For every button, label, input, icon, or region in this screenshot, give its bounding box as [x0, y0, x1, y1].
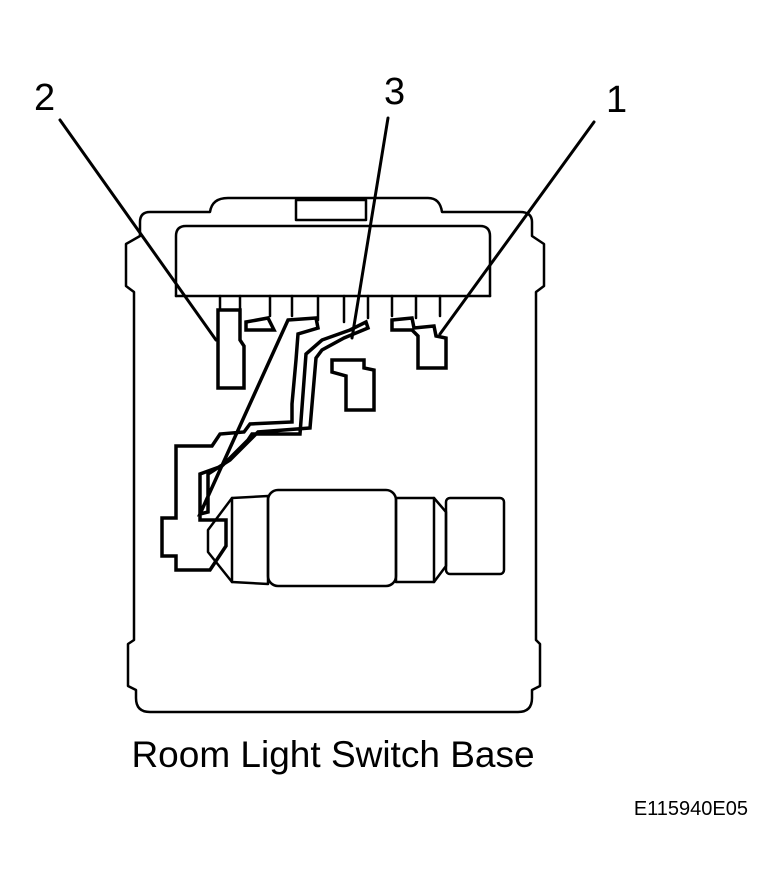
lamp-bulb — [206, 488, 506, 588]
terminal-3-trace — [330, 358, 376, 412]
callout-leaders — [58, 116, 596, 342]
leader-3 — [350, 116, 390, 340]
common-trace — [160, 316, 371, 572]
figure-code: E115940E05 — [633, 798, 748, 820]
callout-1: 1 — [606, 79, 627, 121]
leader-2 — [58, 118, 218, 342]
terminal-1-trace — [390, 316, 448, 370]
terminal-2-trace — [216, 308, 246, 390]
callout-3: 3 — [384, 71, 405, 113]
leader-1 — [438, 120, 596, 336]
switch-base-housing — [124, 196, 546, 714]
callout-2: 2 — [34, 77, 55, 119]
diagram-caption: Room Light Switch Base — [131, 734, 535, 775]
